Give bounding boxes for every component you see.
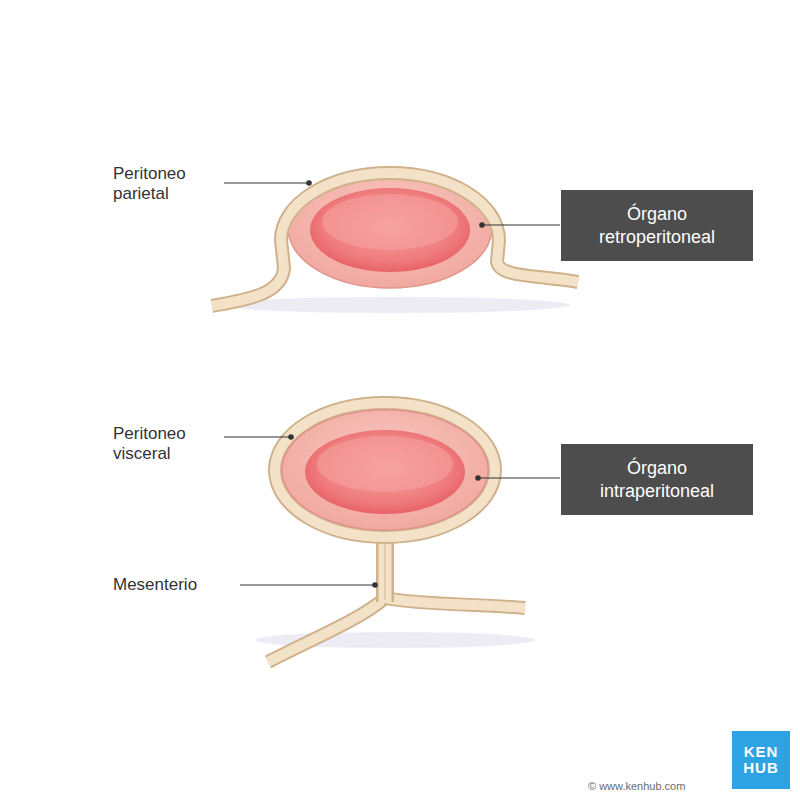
part-label: Peritoneo parietal bbox=[113, 164, 223, 205]
leader-dot bbox=[479, 222, 485, 228]
callout-box: Órgano intraperitoneal bbox=[561, 444, 753, 515]
copyright-note: © www.kenhub.com bbox=[588, 780, 685, 793]
organ-lumen bbox=[305, 430, 465, 514]
copyright-note-holder: © www.kenhub.com bbox=[588, 776, 748, 794]
part-label: Peritoneo visceral bbox=[113, 424, 223, 465]
part-label-holder: Peritoneo visceral bbox=[113, 424, 223, 465]
leader-lines bbox=[224, 180, 560, 588]
logo-text: KEN HUB bbox=[739, 744, 783, 776]
organ-wall bbox=[282, 410, 488, 530]
intraperitoneal-organ bbox=[282, 410, 488, 530]
leader-dot bbox=[288, 434, 294, 440]
callout-box: Órgano retroperitoneal bbox=[561, 190, 753, 261]
peritoneum-sheet bbox=[275, 403, 495, 537]
part-label-holder: Peritoneo parietal bbox=[113, 164, 223, 205]
peritoneum-sheet bbox=[268, 598, 385, 662]
leader-dot bbox=[475, 475, 481, 481]
leader-line bbox=[240, 584, 375, 585]
peritoneum-sheet bbox=[385, 598, 525, 608]
peritoneum-edge bbox=[268, 598, 385, 662]
parietal-peritoneum bbox=[212, 173, 578, 306]
part-label-holder: Mesenterio bbox=[113, 575, 233, 595]
lumen-highlight bbox=[322, 194, 458, 250]
callout-text: Órgano retroperitoneal bbox=[574, 203, 740, 248]
leader-line bbox=[482, 224, 560, 225]
callout-text: Órgano intraperitoneal bbox=[574, 457, 740, 502]
part-label: Mesenterio bbox=[113, 575, 197, 595]
shadow bbox=[220, 297, 570, 313]
peritoneum-edge bbox=[212, 173, 578, 306]
visceral-peritoneum bbox=[275, 403, 495, 537]
organ-lumen bbox=[310, 188, 470, 272]
leader-dot bbox=[306, 180, 312, 186]
leader-line bbox=[224, 436, 291, 437]
leader-dot bbox=[372, 582, 378, 588]
peritoneum-sheet bbox=[212, 173, 578, 306]
leader-line bbox=[478, 477, 560, 478]
leader-line bbox=[224, 182, 309, 183]
mesentery bbox=[268, 530, 525, 662]
lumen-highlight bbox=[317, 436, 453, 492]
peritoneum-edge bbox=[275, 403, 495, 537]
logo-badge: KEN HUB bbox=[732, 731, 790, 789]
peritoneum-edge bbox=[385, 598, 525, 608]
